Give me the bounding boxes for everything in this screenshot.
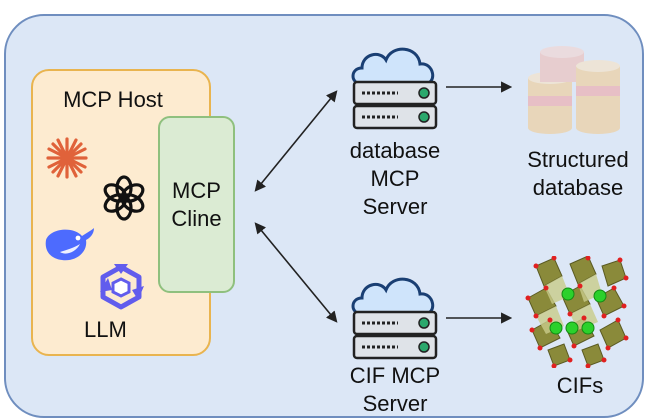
anthropic-logo-icon: [46, 137, 88, 179]
crystal-structure-icon: [525, 256, 629, 368]
client-db-server-arrow: [254, 90, 338, 192]
structured-database-label: Structured database: [508, 146, 647, 202]
database-server-label: database MCP Server: [320, 137, 470, 221]
mcp-client-label-line2: Cline: [171, 205, 222, 231]
qwen-logo-icon: [100, 264, 144, 310]
openai-logo-icon: [103, 175, 145, 221]
cif-server-label: CIF MCP Server: [320, 362, 470, 418]
mcp-client-box: MCP Cline: [158, 116, 235, 293]
mcp-client-label-line1: MCP: [172, 177, 221, 203]
database-icon: [528, 46, 620, 134]
mcp-host-title: MCP Host: [63, 87, 163, 112]
llm-label: LLM: [84, 317, 127, 342]
client-cif-server-arrow: [254, 222, 338, 323]
cif-server-label-line2: Server: [362, 391, 428, 416]
deepseek-logo-icon: [45, 228, 94, 261]
cloud-server-icon: [351, 277, 438, 360]
cifs-label: CIFs: [556, 373, 604, 398]
structured-database-label-line2: database: [532, 175, 624, 200]
database-server-label-line3: Server: [362, 194, 428, 219]
database-server-label-line2: MCP: [370, 166, 420, 191]
cif-server-label-line1: CIF MCP: [349, 363, 441, 388]
cloud-server-icon: [351, 47, 438, 130]
structured-database-label-line1: Structured: [527, 147, 629, 172]
database-server-label-line1: database: [349, 138, 441, 163]
